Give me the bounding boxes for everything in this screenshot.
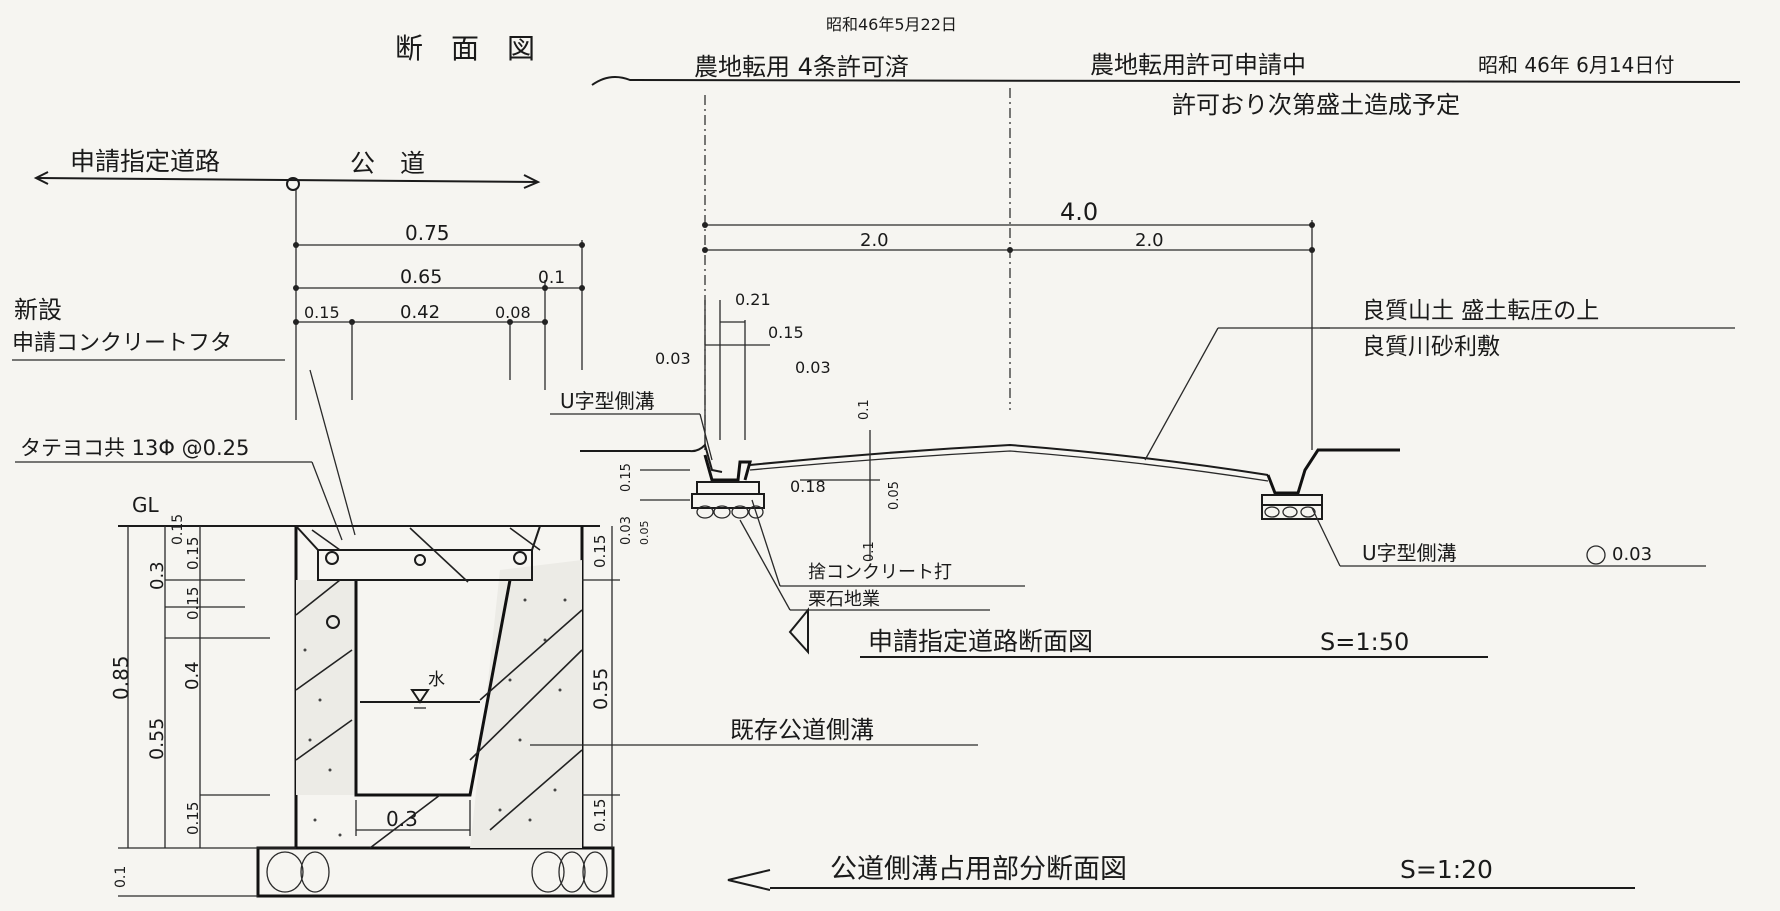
dim-r015b: 0.15 [591, 799, 609, 832]
concrete-mark-icon [1586, 545, 1606, 565]
dim-015b: 0.15 [184, 587, 202, 620]
gl-label: GL [132, 493, 159, 517]
dim-015a: 0.15 [184, 537, 202, 570]
gutter-right-dimensions: 0.15 0.55 0.15 [582, 526, 620, 848]
dim-r015a: 0.15 [591, 535, 609, 568]
dim-4-0: 4.0 [1060, 198, 1098, 226]
dim-015: 0.15 [304, 303, 340, 322]
dim-01-base: 0.1 [113, 866, 129, 888]
road-right-label: 公 道 [350, 149, 425, 178]
left-status: 農地転用 4条許可済 [694, 53, 909, 81]
dim-015b: 0.15 [768, 323, 804, 342]
concrete-foundation-label: 捨コンクリート打 [808, 562, 952, 583]
right-arrow-icon [523, 174, 541, 189]
boundary-marker-icon [286, 177, 300, 191]
u-gutter-right-label: U字型側溝 [1362, 541, 1457, 565]
u-gutter-right-dim: 0.03 [1612, 544, 1652, 565]
new-cover-label-1: 新設 [14, 296, 62, 324]
rebar-leader-2 [311, 461, 343, 541]
dim-r055: 0.55 [590, 668, 612, 710]
top-date: 昭和46年5月22日 [826, 15, 957, 34]
dim-008: 0.08 [495, 303, 531, 322]
right-note: 許可おり次第盛土造成予定 [1172, 91, 1460, 119]
right-date: 昭和 46年 6月14日付 [1478, 53, 1674, 77]
dim-003a: 0.03 [655, 349, 691, 368]
gravel-label: 栗石地業 [808, 589, 880, 610]
gutter-top-dimensions: 0.75 0.65 0.1 0.15 0.42 0.08 [293, 190, 585, 420]
dim-005b: 0.05 [638, 521, 651, 546]
left-arrow-icon [33, 171, 49, 185]
u-gutter-left-leader-2 [699, 413, 713, 461]
concrete-foundation-leader-2 [751, 499, 781, 587]
gutter-caption-marker-icon [727, 869, 771, 891]
road-section: 4.0 2.0 2.0 0.21 0.15 0.03 0.03 [580, 88, 1400, 562]
dim-003b: 0.03 [795, 358, 831, 377]
road-caption: 申請指定道路断面図 [868, 627, 1093, 656]
water-label: 水 [428, 670, 445, 690]
soil-label-1: 良質山土 盛土転圧の上 [1362, 298, 1599, 324]
soil-leader-2 [1144, 327, 1219, 461]
u-gutter-right-leader-2 [1311, 507, 1341, 567]
dim-2-0-left: 2.0 [860, 230, 889, 251]
header-line [591, 75, 1741, 86]
dim-005: 0.05 [887, 481, 902, 510]
dim-075: 0.75 [405, 221, 450, 245]
dim-018: 0.18 [790, 477, 826, 496]
gutter-scale: S=1:20 [1400, 855, 1493, 884]
dim-01b: 0.1 [862, 541, 877, 562]
existing-gutter-label: 既存公道側溝 [730, 716, 874, 744]
dim-021: 0.21 [735, 290, 771, 309]
dim-inner-width: 0.3 [386, 807, 418, 831]
new-cover-leader-2 [309, 369, 356, 536]
dim-003c: 0.03 [619, 516, 634, 545]
dim-04: 0.4 [182, 661, 203, 690]
dim-01v: 0.1 [857, 399, 872, 420]
road-left-label: 申請指定道路 [70, 147, 220, 176]
dim-015c: 0.15 [184, 802, 202, 835]
drawing-title: 断 面 図 [395, 32, 535, 65]
dim-015d: 0.15 [170, 514, 186, 545]
gutter-caption: 公道側溝占用部分断面図 [830, 854, 1127, 885]
gravel-leader-2 [739, 519, 791, 611]
road-scale: S=1:50 [1320, 628, 1409, 656]
road-caption-marker-icon [788, 607, 809, 655]
gutter-left-dimensions: 0.85 0.3 0.55 0.15 0.15 0.4 0.15 0.1 0.1… [109, 514, 296, 897]
dim-085: 0.85 [109, 655, 133, 700]
dim-2-0-right: 2.0 [1135, 230, 1164, 251]
rebar-label: タテヨコ共 13Φ @0.25 [20, 436, 249, 460]
dim-065: 0.65 [400, 266, 442, 288]
right-status: 農地転用許可申請中 [1090, 51, 1306, 79]
existing-gutter-section: 水 0.3 [118, 525, 615, 898]
u-gutter-left-label: U字型側溝 [560, 389, 655, 413]
dim-042: 0.42 [400, 302, 440, 323]
dim-01: 0.1 [538, 268, 565, 288]
dim-015v: 0.15 [619, 463, 634, 492]
dim-03: 0.3 [147, 561, 168, 590]
new-cover-label-2: 申請コンクリートフタ [12, 331, 232, 356]
soil-label-2: 良質川砂利敷 [1362, 334, 1500, 360]
water-level-icon [410, 689, 430, 704]
dim-055: 0.55 [146, 718, 168, 760]
